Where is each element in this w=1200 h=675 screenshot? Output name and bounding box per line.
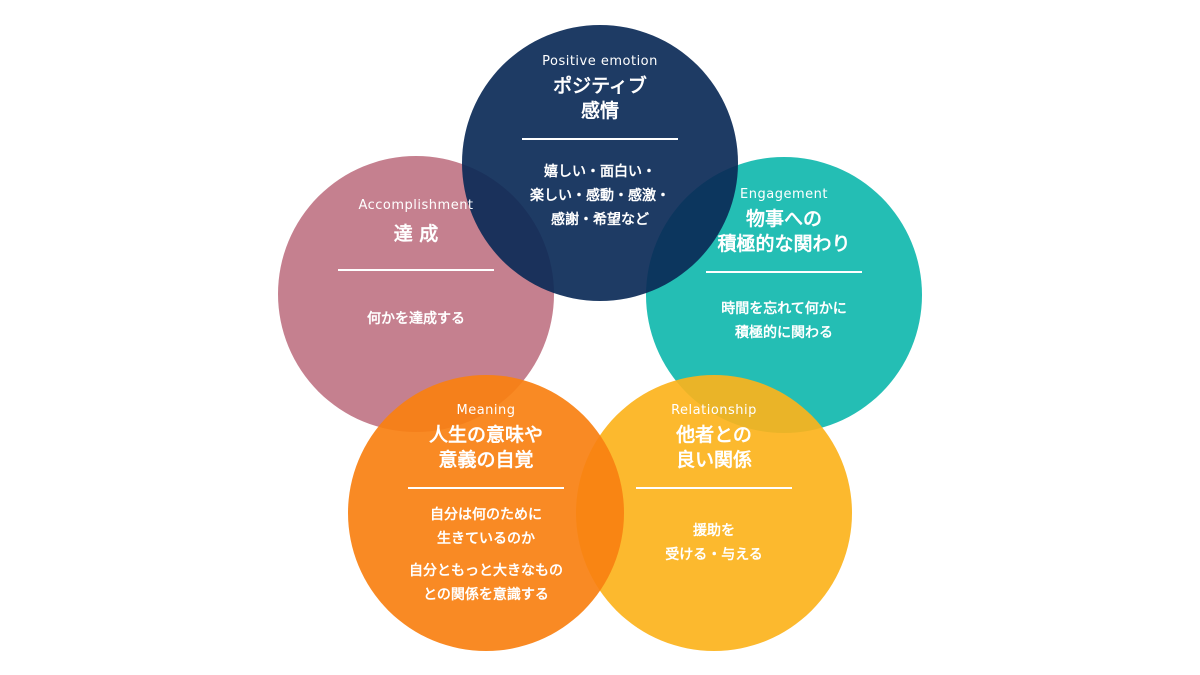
- relationship-desc-line1: 援助を: [693, 523, 735, 539]
- meaning-ja-line2: 意義の自覚: [438, 449, 534, 471]
- meaning-divider: [408, 487, 564, 489]
- engagement-ja-line1: 物事への: [745, 208, 822, 230]
- engagement-desc-line2: 積極的に関わる: [735, 325, 833, 341]
- meaning-en: Meaning: [456, 403, 516, 418]
- accomplishment-label: Accomplishment 達 成 何かを達成する: [296, 198, 536, 331]
- engagement-ja: 物事への 積極的な関わり: [664, 207, 904, 257]
- meaning-desc-line1: 自分は何のために: [430, 507, 542, 523]
- positive-emotion-divider: [522, 138, 678, 140]
- engagement-ja-line2: 積極的な関わり: [717, 233, 851, 255]
- relationship-ja: 他者との 良い関係: [594, 423, 834, 473]
- positive-emotion-desc-line2: 楽しい・感動・感激・: [530, 188, 670, 204]
- accomplishment-en: Accomplishment: [358, 198, 474, 213]
- relationship-desc: 援助を 受ける・与える: [594, 519, 834, 567]
- meaning-circle: [348, 375, 624, 651]
- meaning-desc-b: 自分ともっと大きなもの との関係を意識する: [366, 559, 606, 607]
- relationship-desc-line2: 受ける・与える: [665, 547, 763, 563]
- engagement-en: Engagement: [740, 187, 828, 202]
- accomplishment-ja: 達 成: [393, 223, 439, 245]
- relationship-label: Relationship 他者との 良い関係 援助を 受ける・与える: [594, 403, 834, 567]
- positive-emotion-ja-line2: 感情: [580, 100, 619, 122]
- positive-emotion-label: Positive emotion ポジティブ 感情 嬉しい・面白い・ 楽しい・感…: [480, 54, 720, 232]
- meaning-desc-line2: 生きているのか: [437, 531, 535, 547]
- relationship-en: Relationship: [671, 403, 757, 418]
- engagement-desc: 時間を忘れて何かに 積極的に関わる: [664, 297, 904, 345]
- meaning-desc-line3: 自分ともっと大きなもの: [409, 563, 563, 579]
- relationship-divider: [636, 487, 792, 489]
- meaning-desc-a: 自分は何のために 生きているのか: [366, 503, 606, 551]
- relationship-ja-line2: 良い関係: [675, 449, 752, 471]
- positive-emotion-desc-line3: 感謝・希望など: [551, 212, 649, 228]
- meaning-label: Meaning 人生の意味や 意義の自覚 自分は何のために 生きているのか 自分…: [366, 403, 606, 607]
- relationship-ja-line1: 他者との: [676, 424, 752, 446]
- engagement-desc-line1: 時間を忘れて何かに: [721, 301, 847, 317]
- meaning-ja: 人生の意味や 意義の自覚: [366, 423, 606, 473]
- meaning-ja-line1: 人生の意味や: [428, 424, 543, 446]
- engagement-label: Engagement 物事への 積極的な関わり 時間を忘れて何かに 積極的に関わ…: [664, 187, 904, 345]
- meaning-desc-line4: との関係を意識する: [423, 587, 549, 603]
- positive-emotion-desc: 嬉しい・面白い・ 楽しい・感動・感激・ 感謝・希望など: [480, 160, 720, 232]
- accomplishment-divider: [338, 269, 494, 271]
- positive-emotion-ja: ポジティブ 感情: [480, 74, 720, 124]
- positive-emotion-desc-line1: 嬉しい・面白い・: [544, 164, 656, 180]
- accomplishment-desc: 何かを達成する: [367, 311, 465, 327]
- positive-emotion-en: Positive emotion: [542, 54, 658, 69]
- engagement-divider: [706, 271, 862, 273]
- positive-emotion-circle: [462, 25, 738, 301]
- positive-emotion-ja-line1: ポジティブ: [553, 75, 647, 97]
